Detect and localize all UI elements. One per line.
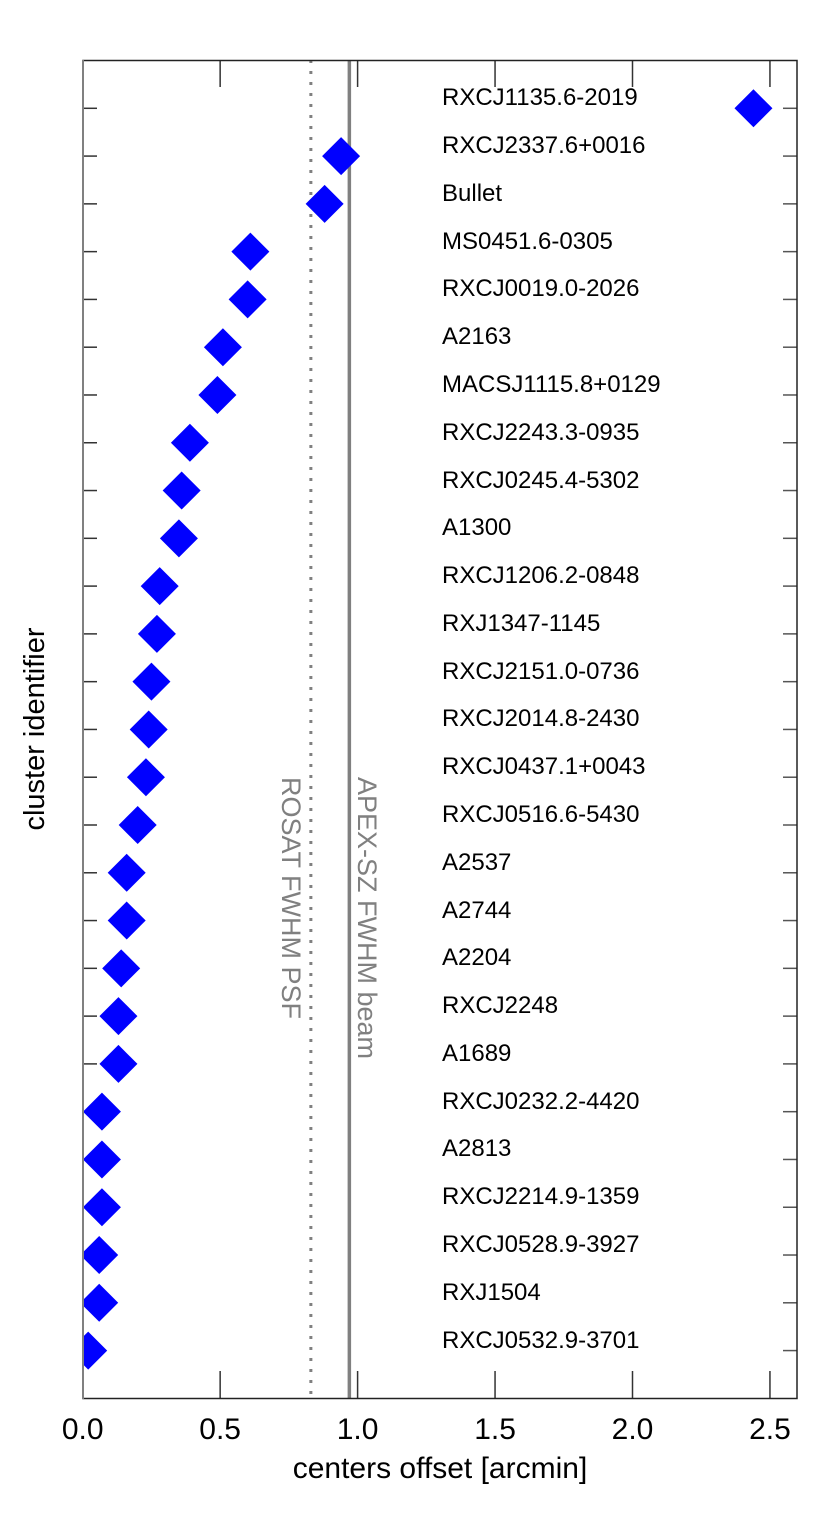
cluster-label: RXCJ0437.1+0043	[442, 753, 646, 781]
diamond-marker	[162, 471, 201, 510]
diamond-marker	[198, 375, 237, 414]
cluster-label: A2813	[442, 1135, 512, 1163]
cluster-label: A1300	[442, 514, 512, 542]
diamond-marker	[159, 519, 198, 558]
cluster-label: RXCJ0245.4-5302	[442, 466, 640, 494]
plot-frame	[82, 59, 798, 1400]
cluster-label: MS0451.6-0305	[442, 227, 613, 255]
x-tick-label: 0.5	[199, 1413, 241, 1446]
diamond-marker	[132, 662, 171, 701]
x-tick-label: 2.0	[611, 1413, 654, 1446]
cluster-label: A2163	[442, 323, 512, 351]
diamond-marker	[83, 1092, 121, 1131]
x-tick-label: 2.5	[749, 1413, 791, 1446]
diamond-marker	[126, 758, 165, 797]
cluster-label: RXCJ1206.2-0848	[442, 562, 640, 590]
data-markers	[83, 89, 773, 1370]
reference-lines	[309, 60, 352, 1398]
diamond-marker	[118, 806, 157, 844]
cluster-label: MACSJ1115.8+0129	[442, 370, 661, 398]
cluster-label: RXCJ2248	[442, 992, 559, 1020]
diamond-marker	[83, 1331, 108, 1370]
cluster-label: RXCJ0516.6-5430	[442, 801, 640, 828]
cluster-label: A2204	[442, 944, 512, 972]
cluster-label: A2744	[442, 896, 512, 924]
cluster-label: RXCJ1135.6-2019	[442, 84, 638, 112]
diamond-marker	[99, 1044, 138, 1083]
diamond-marker	[322, 137, 361, 176]
diamond-marker	[83, 1188, 121, 1227]
y-axis-label: cluster identifier	[19, 627, 51, 831]
diamond-marker	[83, 1283, 119, 1322]
diamond-marker	[228, 280, 267, 319]
diamond-marker	[203, 328, 242, 367]
diamond-marker	[305, 184, 344, 223]
cluster-label: RXCJ2243.3-0935	[442, 418, 640, 446]
cluster-label: RXCJ2214.9-1359	[442, 1183, 640, 1211]
cluster-label: RXJ1347-1145	[442, 609, 601, 637]
cluster-label: RXCJ2014.8-2430	[442, 705, 640, 733]
x-tick-label: 1.5	[474, 1413, 516, 1446]
cluster-label: A2537	[442, 848, 512, 876]
cluster-label: RXCJ0232.2-4420	[442, 1087, 640, 1115]
cluster-label: RXCJ0528.9-3927	[442, 1231, 640, 1259]
diamond-marker	[83, 1140, 121, 1179]
cluster-label: A1689	[442, 1039, 512, 1067]
diamond-marker	[137, 614, 176, 653]
diamond-marker	[99, 997, 138, 1036]
cluster-label: RXCJ0019.0-2026	[442, 275, 640, 303]
diamond-marker	[231, 232, 270, 271]
apex-sz-beam-annotation: APEX-SZ FWHM beam	[352, 777, 382, 1060]
diamond-marker	[102, 949, 141, 988]
diamond-marker	[140, 567, 179, 606]
diamond-marker	[83, 1236, 119, 1275]
rosat-psf-annotation: ROSAT FWHM PSF	[276, 777, 306, 1019]
diamond-marker	[129, 710, 168, 749]
x-tick-label: 1.0	[336, 1413, 379, 1446]
cluster-label: RXCJ0532.9-3701	[442, 1326, 640, 1354]
x-axis-label: centers offset [arcmin]	[292, 1452, 588, 1485]
diamond-marker	[107, 901, 146, 940]
x-tick-label: 0.0	[61, 1413, 104, 1446]
diamond-marker	[170, 423, 209, 462]
cluster-label: RXJ1504	[442, 1278, 541, 1306]
cluster-label: Bullet	[442, 179, 503, 207]
cluster-label: RXCJ2151.0-0736	[442, 657, 640, 685]
diamond-marker	[107, 853, 146, 892]
cluster-label: RXCJ2337.6+0016	[442, 132, 646, 160]
axis-ticks	[83, 60, 797, 1398]
diamond-marker	[734, 89, 773, 128]
